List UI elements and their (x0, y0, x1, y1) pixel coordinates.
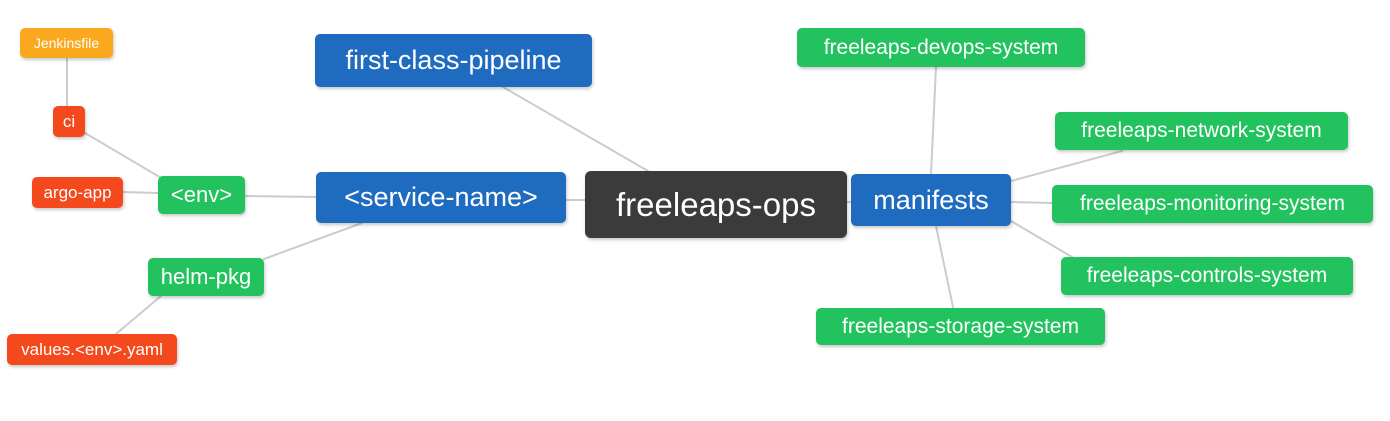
edge-manifests-devops (930, 66, 937, 175)
node-argo-app[interactable]: argo-app (32, 177, 123, 208)
node-freeleaps-controls-system[interactable]: freeleaps-controls-system (1061, 257, 1353, 295)
edge-manifests-network (1010, 150, 1123, 182)
edge-manifests-storage (935, 225, 954, 308)
node-root-freeleaps-ops[interactable]: freeleaps-ops (585, 171, 847, 238)
node-service-name[interactable]: <service-name> (316, 172, 566, 223)
edge-ci-env (84, 132, 164, 180)
edge-helm-pkg-service-name (263, 222, 363, 260)
node-freeleaps-network-system[interactable]: freeleaps-network-system (1055, 112, 1348, 150)
edge-manifests-controls (1010, 220, 1073, 258)
node-freeleaps-monitoring-system[interactable]: freeleaps-monitoring-system (1052, 185, 1373, 223)
node-freeleaps-devops-system[interactable]: freeleaps-devops-system (797, 28, 1085, 67)
node-manifests[interactable]: manifests (851, 174, 1011, 226)
node-ci[interactable]: ci (53, 106, 85, 137)
edge-env-service-name (244, 195, 317, 198)
node-freeleaps-storage-system[interactable]: freeleaps-storage-system (816, 308, 1105, 345)
node-env[interactable]: <env> (158, 176, 245, 214)
edge-manifests-monitoring (1010, 201, 1053, 204)
edge-pipeline-root (502, 86, 649, 172)
node-first-class-pipeline[interactable]: first-class-pipeline (315, 34, 592, 87)
node-helm-pkg[interactable]: helm-pkg (148, 258, 264, 296)
edge-values-helm-pkg (115, 295, 162, 335)
node-jenkinsfile[interactable]: Jenkinsfile (20, 28, 113, 58)
node-values-env-yaml[interactable]: values.<env>.yaml (7, 334, 177, 365)
edge-argo-app-env (122, 191, 159, 194)
